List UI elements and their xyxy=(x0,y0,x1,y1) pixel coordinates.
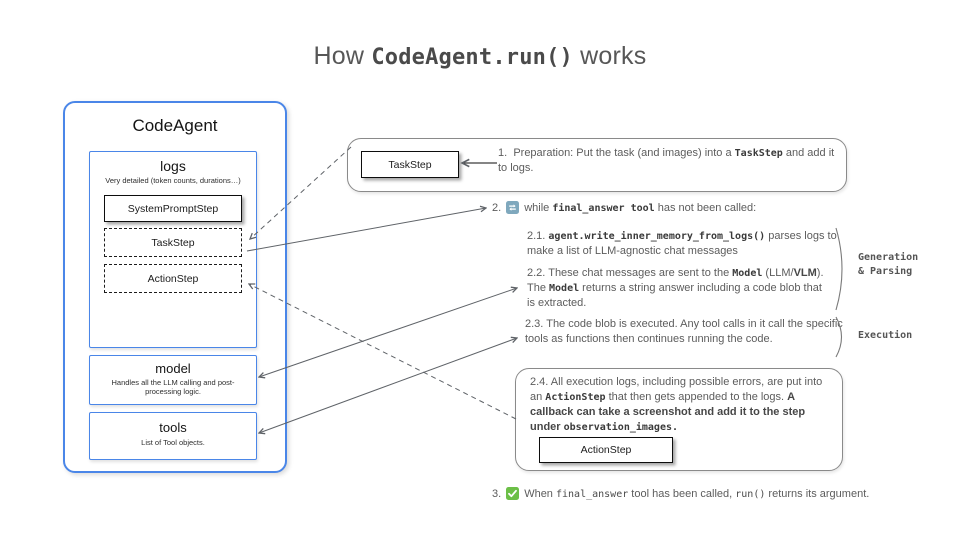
step3-code: final_answer xyxy=(555,489,629,500)
title-prefix: How xyxy=(313,42,372,70)
step24-text: 2.4. All execution logs, including possi… xyxy=(530,375,832,435)
logs-title: logs xyxy=(160,158,186,174)
logs-box: logs Very detailed (token counts, durati… xyxy=(89,151,257,348)
step22-text-part: returns a string answer including a code… xyxy=(527,282,822,309)
label-line: Generation xyxy=(858,252,919,263)
logs-item-label: ActionStep xyxy=(147,272,199,285)
tools-box: tools List of Tool objects. xyxy=(89,412,257,460)
logs-item-actionstep: ActionStep xyxy=(104,264,242,293)
step2-line: 2. while final_answer tool has not been … xyxy=(492,201,912,216)
logs-item-systempromptstep: SystemPromptStep xyxy=(104,195,242,222)
step24-bold-part: A callback can take a screenshot and add… xyxy=(530,391,806,433)
step21-number: 2.1. xyxy=(527,230,549,242)
step2-text-part: has not been called: xyxy=(654,202,757,214)
step22-text: 2.2. These chat messages are sent to the… xyxy=(527,266,829,311)
codeagent-panel: CodeAgent logs Very detailed (token coun… xyxy=(63,101,287,473)
step1-code: TaskStep xyxy=(734,148,783,159)
step3-line: 3. When final_answer tool has been calle… xyxy=(492,487,952,502)
step1-taskstep-chip: TaskStep xyxy=(361,151,459,178)
title-suffix: works xyxy=(573,42,647,70)
step21-code: agent.write_inner_memory_from_logs() xyxy=(548,231,766,242)
logs-item-taskstep: TaskStep xyxy=(104,228,242,257)
step22-text-part: (LLM/ xyxy=(762,267,794,279)
step3-code: run() xyxy=(735,489,766,500)
label-execution: Execution xyxy=(858,329,912,343)
step22-number: 2.2. xyxy=(527,267,549,279)
step23-number: 2.3. xyxy=(525,318,547,330)
tools-subtitle: List of Tool objects. xyxy=(141,438,205,447)
step23-text: 2.3. The code blob is executed. Any tool… xyxy=(525,317,843,347)
page-title: How CodeAgent.run() works xyxy=(0,42,960,71)
step2-code: final_answer tool xyxy=(552,203,655,214)
logs-subtitle: Very detailed (token counts, durations…) xyxy=(105,176,241,185)
logs-item-label: TaskStep xyxy=(151,236,195,249)
repeat-icon xyxy=(506,201,520,214)
step3-number: 3. xyxy=(492,488,502,500)
step1-box: TaskStep 1. Preparation: Put the task (a… xyxy=(347,138,847,192)
label-generation-parsing: Generation & Parsing xyxy=(858,251,918,279)
step3-text-part: When xyxy=(524,488,556,500)
step1-text-part: Preparation: Put the task (and images) i… xyxy=(513,147,735,159)
model-box: model Handles all the LLM calling and po… xyxy=(89,355,257,405)
arrow-dashed-box24-to-actionstep xyxy=(249,284,517,420)
step2-number: 2. xyxy=(492,202,502,214)
label-line: & Parsing xyxy=(858,266,913,277)
step3-text-part: returns its argument. xyxy=(765,488,870,500)
step3-text: When final_answer tool has been called, … xyxy=(524,487,869,502)
step22-code: Model xyxy=(549,283,580,294)
label-line: Execution xyxy=(858,330,913,341)
step1-number: 1. xyxy=(498,147,508,159)
step22-code: Model xyxy=(732,268,763,279)
step21-text-part: parses logs to make a list of LLM-agnost… xyxy=(527,230,837,257)
step24-box: 2.4. All execution logs, including possi… xyxy=(515,368,843,471)
arrow-tools-step23 xyxy=(259,338,517,433)
step22-text-part: These chat messages are sent to the xyxy=(548,267,733,279)
step1-text: 1. Preparation: Put the task (and images… xyxy=(498,146,844,176)
arrow-model-step22 xyxy=(259,288,517,377)
model-subtitle: Handles all the LLM calling and post-pro… xyxy=(111,378,235,396)
step24-text-part: that then gets appended to the logs. xyxy=(605,391,788,403)
step2-text-part: while xyxy=(524,202,553,214)
logs-item-label: SystemPromptStep xyxy=(127,202,219,215)
step2-text: while final_answer tool has not been cal… xyxy=(524,201,756,216)
step24-text-part: All execution logs, including possible e… xyxy=(530,376,823,403)
step1-chip-label: TaskStep xyxy=(388,158,432,171)
step3-text-part: tool has been called, xyxy=(628,488,736,500)
tools-title: tools xyxy=(159,420,187,435)
step22-bold-part: VLM xyxy=(793,267,817,279)
title-code: CodeAgent.run() xyxy=(371,45,573,70)
step22-text-part: ). The xyxy=(527,267,824,294)
step21-text: 2.1. agent.write_inner_memory_from_logs(… xyxy=(527,229,841,259)
step24-chip-label: ActionStep xyxy=(580,444,632,456)
model-title: model xyxy=(155,361,191,376)
check-icon xyxy=(506,487,520,500)
step23-text-part: The code blob is executed. Any tool call… xyxy=(525,318,843,345)
step24-actionstep-chip: ActionStep xyxy=(539,437,673,463)
step24-code: observation_images. xyxy=(563,422,679,433)
step24-number: 2.4. xyxy=(530,376,551,388)
step24-code: ActionStep xyxy=(545,392,606,403)
step1-text-part: and add it to logs. xyxy=(498,147,835,174)
codeagent-panel-title: CodeAgent xyxy=(132,116,218,135)
